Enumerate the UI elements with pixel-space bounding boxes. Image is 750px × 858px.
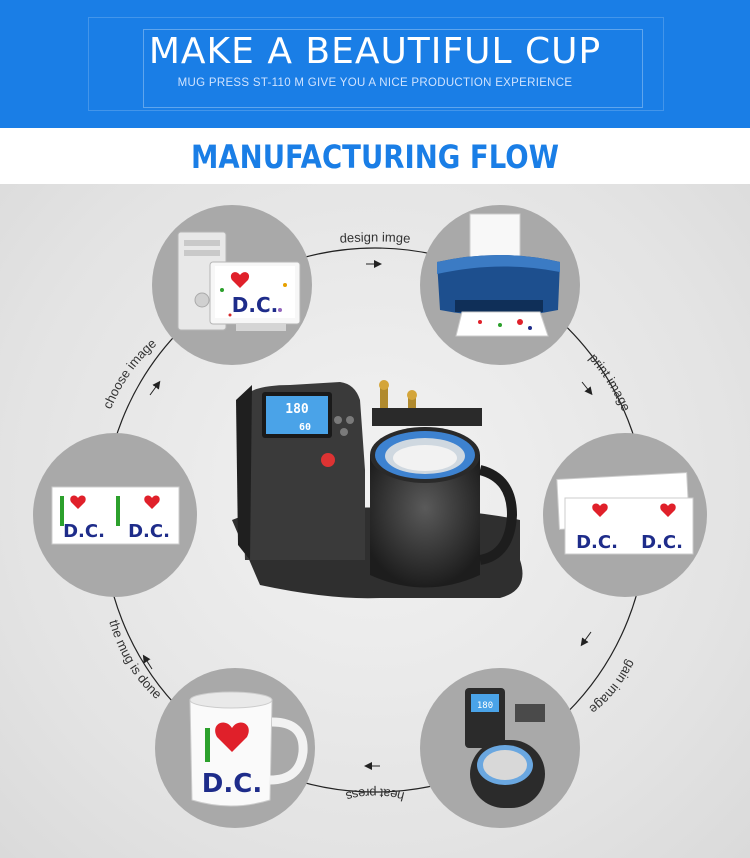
step-circle-print bbox=[420, 205, 580, 365]
top-banner: MAKE A BEAUTIFUL CUP MUG PRESS ST-110 M … bbox=[0, 0, 750, 128]
dc-artwork-icon: D.C. bbox=[220, 272, 287, 317]
flow-header: MANUFACTURING FLOW bbox=[0, 128, 750, 184]
banner-title: MAKE A BEAUTIFUL CUP bbox=[148, 31, 602, 72]
mini-press-icon: 180 bbox=[465, 688, 545, 808]
computer-icon bbox=[177, 231, 301, 331]
banner-frame-inner bbox=[143, 29, 643, 108]
svg-text:D.C.: D.C. bbox=[232, 293, 278, 317]
step-circle-done: D.C. bbox=[155, 668, 315, 828]
svg-text:60: 60 bbox=[299, 422, 311, 433]
banner-subtitle: MUG PRESS ST-110 M GIVE YOU A NICE PRODU… bbox=[177, 77, 573, 89]
press-button-3 bbox=[340, 428, 348, 436]
svg-text:D.C.: D.C. bbox=[128, 521, 170, 542]
step-label-gain: gain image bbox=[587, 657, 639, 717]
step-circle-design: D.C. bbox=[152, 205, 312, 365]
svg-text:D.C.: D.C. bbox=[202, 769, 262, 799]
section-heading: MANUFACTURING FLOW bbox=[190, 138, 560, 176]
power-button-icon bbox=[321, 453, 335, 467]
step-label-press: heat press bbox=[344, 785, 406, 804]
svg-text:180: 180 bbox=[477, 701, 493, 711]
step-label-done: the mug is done bbox=[106, 618, 165, 702]
step-label-print: print image bbox=[586, 350, 633, 413]
svg-text:D.C.: D.C. bbox=[641, 532, 683, 553]
printer-icon bbox=[437, 213, 560, 337]
mug-icon: D.C. bbox=[189, 691, 308, 807]
arrow-print bbox=[581, 381, 593, 396]
press-button-1 bbox=[334, 416, 342, 424]
banner-frame-outer bbox=[88, 17, 664, 111]
press-button-2 bbox=[346, 416, 354, 424]
arrow-choose bbox=[149, 380, 161, 396]
step-circle-choose: D.C. D.C. bbox=[33, 433, 197, 597]
mug-press-machine: 180 60 bbox=[232, 380, 523, 599]
step-circle-gain: D.C. D.C. bbox=[543, 433, 707, 597]
arrow-gain bbox=[580, 631, 592, 647]
flow-svg: design imge print image gain image heat … bbox=[33, 205, 707, 828]
step-circle-press: 180 bbox=[420, 668, 580, 828]
svg-text:D.C.: D.C. bbox=[576, 532, 618, 553]
arrow-done bbox=[142, 654, 153, 670]
svg-text:180: 180 bbox=[285, 402, 309, 417]
step-label-design: design imge bbox=[339, 229, 411, 245]
flow-diagram: design imge print image gain image heat … bbox=[0, 184, 750, 858]
step-label-choose: choose image bbox=[100, 336, 159, 411]
svg-text:D.C.: D.C. bbox=[63, 521, 105, 542]
press-display bbox=[266, 396, 328, 434]
